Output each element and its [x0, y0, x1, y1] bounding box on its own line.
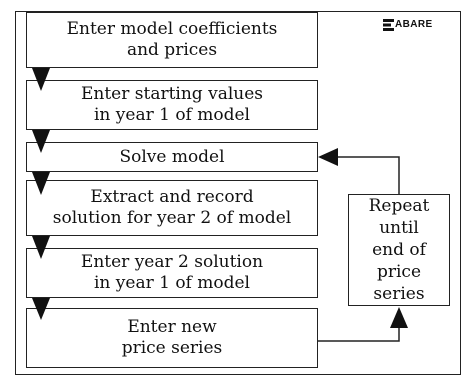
- logo-text: ABARE: [395, 19, 433, 30]
- step-enter-year2-solution: Enter year 2 solution in year 1 of model: [26, 248, 318, 298]
- step-solve-model: Solve model: [26, 142, 318, 172]
- abare-logo: ABARE: [383, 18, 433, 32]
- repeat-loop-box: Repeat until end of price series: [348, 194, 450, 306]
- step-enter-new-prices: Enter new price series: [26, 308, 318, 368]
- diagram-frame: [15, 11, 461, 375]
- abare-logo-icon: [383, 19, 394, 31]
- step-extract-solution: Extract and record solution for year 2 o…: [26, 180, 318, 236]
- step-enter-coefficients: Enter model coefficients and prices: [26, 12, 318, 68]
- step-enter-starting-values: Enter starting values in year 1 of model: [26, 80, 318, 130]
